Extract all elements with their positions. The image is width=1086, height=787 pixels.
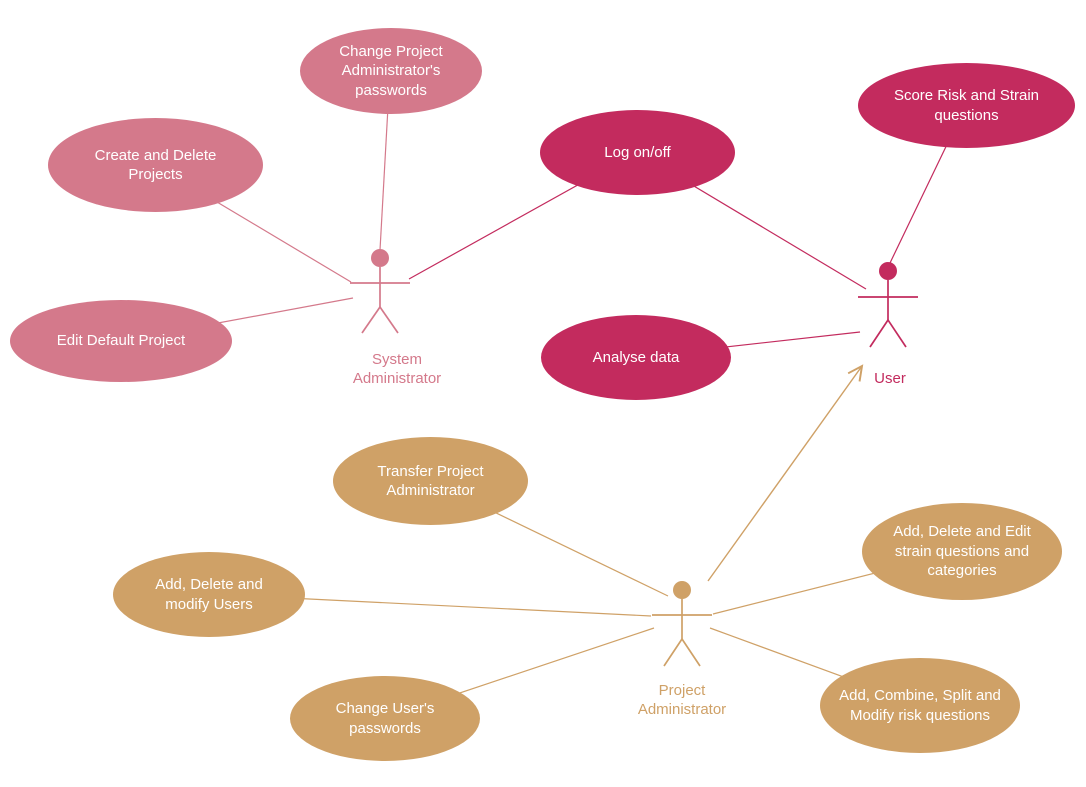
use-case-label: Add, Delete and modify Users <box>155 576 263 613</box>
use-case-analyse-data: Analyse data <box>541 315 731 400</box>
use-case-label: Add, Delete and Edit strain questions an… <box>893 523 1031 580</box>
use-case-label: Add, Combine, Split and Modify risk ques… <box>839 687 1001 724</box>
use-case-label: Log on/off <box>604 143 671 161</box>
use-case-label: Score Risk and Strain questions <box>893 87 1040 124</box>
use-case-label: Change Project Administrator's passwords <box>339 42 443 99</box>
use-case-add-delete-edit-strain-questions: Add, Delete and Edit strain questions an… <box>862 503 1062 600</box>
actor-user-figure <box>858 262 918 348</box>
actor-project-administrator-figure <box>652 581 712 667</box>
use-case-change-users-passwords: Change User's passwords <box>290 676 480 761</box>
use-case-label: Analyse data <box>592 348 680 366</box>
actor-system-administrator-figure <box>350 249 410 334</box>
use-case-label: Edit Default Project <box>56 332 186 350</box>
use-case-create-delete-projects: Create and Delete Projects <box>48 118 263 212</box>
use-case-transfer-project-administrator: Transfer Project Administrator <box>333 437 528 525</box>
use-case-change-pa-passwords: Change Project Administrator's passwords <box>300 28 482 114</box>
use-case-label: Transfer Project Administrator <box>377 462 484 500</box>
actor-label-system-administrator: System Administrator <box>352 351 442 387</box>
use-case-edit-default-project: Edit Default Project <box>10 300 232 382</box>
use-case-add-delete-modify-users: Add, Delete and modify Users <box>113 552 305 637</box>
actor-head <box>673 581 691 599</box>
actor-label-project-administrator: Project Administrator <box>637 682 727 718</box>
use-case-log-on-off: Log on/off <box>540 110 735 195</box>
use-case-add-combine-split-modify-risk-questions: Add, Combine, Split and Modify risk ques… <box>820 658 1020 753</box>
use-case-score-risk-strain-questions: Score Risk and Strain questions <box>858 63 1075 148</box>
actor-head <box>879 262 897 280</box>
actor-head <box>371 249 389 267</box>
use-case-label: Create and Delete Projects <box>94 146 217 184</box>
actor-label-user: User <box>874 370 906 387</box>
generalization-arrow-project-admin-to-user <box>707 364 864 582</box>
use-case-label: Change User's passwords <box>335 700 435 737</box>
